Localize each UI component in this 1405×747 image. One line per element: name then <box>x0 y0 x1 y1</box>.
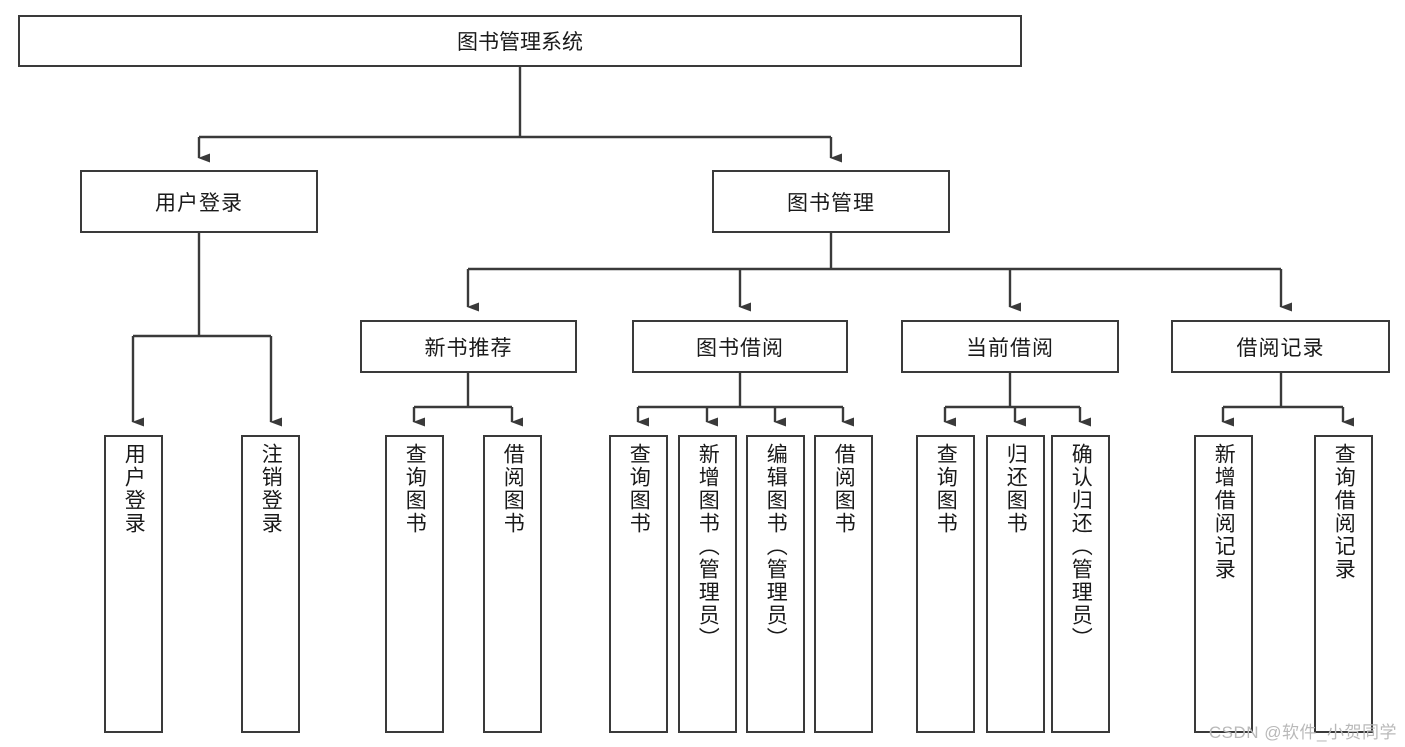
leaf-current-query-book[interactable]: 查询图书 <box>916 435 975 733</box>
node-root-book-management-system[interactable]: 图书管理系统 <box>18 15 1022 67</box>
leaf-record-query-record[interactable]: 查询借阅记录 <box>1314 435 1373 733</box>
watermark: CSDN @软件_小贺同学 <box>1208 723 1397 742</box>
leaf-user-login-signout[interactable]: 注销登录 <box>241 435 300 733</box>
leaf-label: 确认归还（管理员） <box>1069 443 1093 650</box>
leaf-label: 用户登录 <box>122 443 146 535</box>
leaf-record-add-record[interactable]: 新增借阅记录 <box>1194 435 1253 733</box>
leaf-recommend-borrow-book[interactable]: 借阅图书 <box>483 435 542 733</box>
leaf-borrow-borrow-book[interactable]: 借阅图书 <box>814 435 873 733</box>
node-new-book-recommend[interactable]: 新书推荐 <box>360 320 577 373</box>
node-user-login[interactable]: 用户登录 <box>80 170 318 233</box>
node-label: 图书管理 <box>787 191 875 215</box>
leaf-label: 借阅图书 <box>832 443 856 535</box>
leaf-borrow-query-book[interactable]: 查询图书 <box>609 435 668 733</box>
node-label: 图书管理系统 <box>457 31 583 54</box>
node-book-borrow[interactable]: 图书借阅 <box>632 320 848 373</box>
leaf-label: 查询图书 <box>627 443 651 535</box>
node-current-borrow[interactable]: 当前借阅 <box>901 320 1119 373</box>
leaf-current-return-book[interactable]: 归还图书 <box>986 435 1045 733</box>
node-label: 借阅记录 <box>1236 336 1325 360</box>
leaf-label: 借阅图书 <box>501 443 525 535</box>
leaf-label: 查询借阅记录 <box>1332 443 1356 581</box>
node-label: 当前借阅 <box>966 336 1054 360</box>
leaf-borrow-edit-book-admin[interactable]: 编辑图书（管理员） <box>746 435 805 733</box>
leaf-label: 注销登录 <box>259 443 283 535</box>
leaf-label: 新增借阅记录 <box>1212 443 1236 581</box>
node-label: 用户登录 <box>155 191 243 215</box>
leaf-label: 归还图书 <box>1004 443 1028 535</box>
leaf-recommend-query-book[interactable]: 查询图书 <box>385 435 444 733</box>
leaf-borrow-add-book-admin[interactable]: 新增图书（管理员） <box>678 435 737 733</box>
node-label: 新书推荐 <box>424 336 513 360</box>
node-borrow-record[interactable]: 借阅记录 <box>1171 320 1390 373</box>
leaf-label: 查询图书 <box>934 443 958 535</box>
leaf-user-login-signin[interactable]: 用户登录 <box>104 435 163 733</box>
node-label: 图书借阅 <box>696 336 784 360</box>
node-book-management[interactable]: 图书管理 <box>712 170 950 233</box>
leaf-label: 查询图书 <box>403 443 427 535</box>
leaf-label: 编辑图书（管理员） <box>764 443 788 650</box>
leaf-current-confirm-return-admin[interactable]: 确认归还（管理员） <box>1051 435 1110 733</box>
leaf-label: 新增图书（管理员） <box>696 443 720 650</box>
